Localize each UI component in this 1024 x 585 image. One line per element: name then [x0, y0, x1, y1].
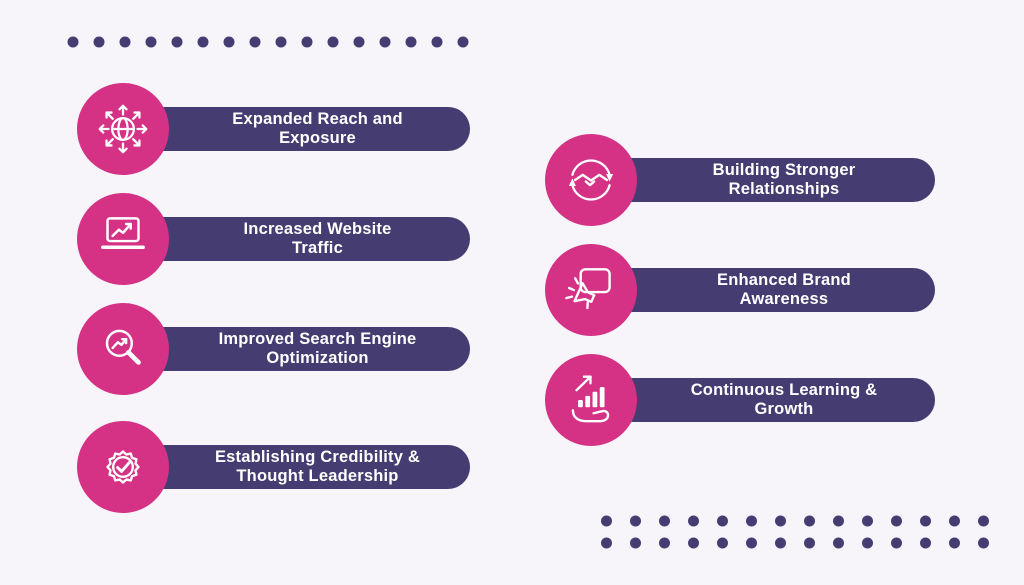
icon-circle: [545, 354, 637, 446]
benefit-pill: Improved Search Engine Optimization: [123, 327, 470, 371]
benefit-item-credibility: Establishing Credibility & Thought Leade…: [77, 421, 470, 513]
globe-expansion-icon: [98, 104, 148, 154]
icon-circle: [545, 134, 637, 226]
benefit-label-line1: Expanded Reach and: [232, 110, 403, 129]
benefit-item-relationships: Building Stronger Relationships: [545, 134, 935, 226]
decorative-dotted-line-top: [60, 36, 478, 48]
benefit-label-line2: Growth: [754, 400, 814, 418]
benefit-item-brand-awareness: Enhanced Brand Awareness: [545, 244, 935, 336]
benefit-label-line2: Thought Leadership: [236, 467, 399, 485]
hand-growth-bars-icon: [571, 375, 610, 423]
decorative-dotted-grid-bottom: [592, 510, 1004, 554]
icon-circle: [77, 303, 169, 395]
benefit-label-line1: Enhanced Brand: [717, 271, 851, 290]
laptop-traffic-icon: [101, 217, 145, 250]
benefit-label-line1: Increased Website: [243, 220, 392, 239]
benefit-label-line2: Exposure: [279, 129, 356, 147]
benefit-item-seo: Improved Search Engine Optimization: [77, 303, 470, 395]
benefit-pill: Enhanced Brand Awareness: [591, 268, 935, 312]
benefit-pill: Establishing Credibility & Thought Leade…: [123, 445, 470, 489]
benefit-pill: Continuous Learning & Growth: [591, 378, 935, 422]
benefit-pill: Increased Website Traffic: [123, 217, 470, 261]
icon-circle: [545, 244, 637, 336]
benefit-label-line1: Building Stronger: [712, 161, 856, 180]
badge-check-icon: [106, 450, 140, 484]
megaphone-billboard-icon: [565, 268, 611, 310]
icon-circle: [77, 193, 169, 285]
icon-circle: [77, 83, 169, 175]
magnifier-seo-icon: [105, 329, 141, 365]
benefit-label-line2: Relationships: [728, 180, 840, 198]
benefit-label-line1: Improved Search Engine: [218, 330, 417, 349]
benefit-pill: Expanded Reach and Exposure: [123, 107, 470, 151]
benefit-item-expanded-reach: Expanded Reach and Exposure: [77, 83, 470, 175]
benefit-pill: Building Stronger Relationships: [591, 158, 935, 202]
handshake-cycle-icon: [568, 159, 614, 201]
benefit-item-learning-growth: Continuous Learning & Growth: [545, 354, 935, 446]
benefit-label-line2: Awareness: [739, 290, 829, 308]
benefit-label-line2: Optimization: [266, 349, 369, 367]
benefit-item-website-traffic: Increased Website Traffic: [77, 193, 470, 285]
benefit-label-line1: Establishing Credibility &: [214, 448, 421, 467]
icon-circle: [77, 421, 169, 513]
benefit-label-line1: Continuous Learning &: [690, 381, 878, 400]
benefit-label-line2: Traffic: [292, 239, 343, 257]
